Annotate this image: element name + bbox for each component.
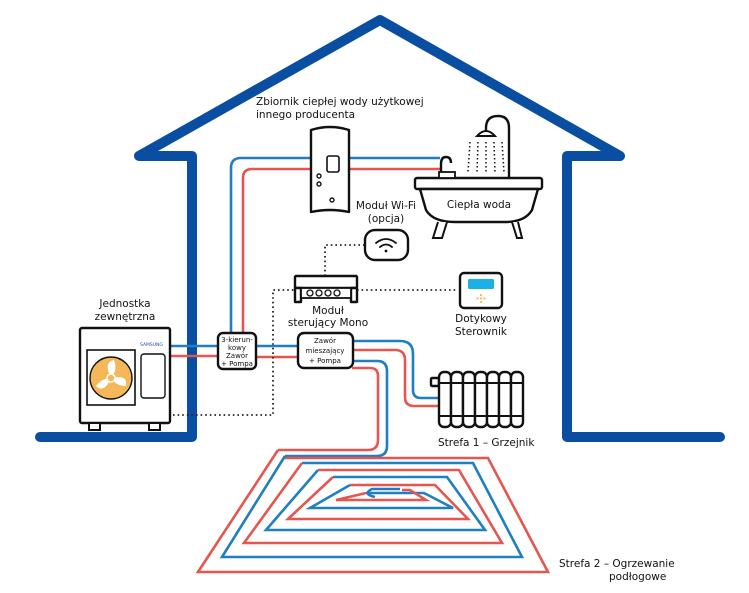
touch-controller — [458, 271, 504, 310]
radiator-icon — [429, 370, 525, 429]
cold-pipe-tank — [229, 156, 440, 333]
wifi-label-2: (opcja) — [368, 213, 404, 225]
valve3-label-4: + Pompa — [221, 360, 253, 368]
control-module-label-1: Moduł — [312, 305, 344, 317]
outdoor-unit: SAMSUNG — [78, 326, 172, 431]
house-outline — [35, 15, 725, 442]
hot-pipe-radiator — [352, 348, 440, 408]
shower-icon — [467, 114, 511, 178]
controller-dpad-icon — [476, 293, 486, 304]
zone2-label-2: podłogowe — [609, 571, 666, 583]
tank-label-1: Zbiornik ciepłej wody użytkowej — [256, 96, 424, 108]
hot-pipe-floor — [278, 366, 380, 452]
outdoor-unit-label-1: Jednostka — [98, 298, 150, 310]
controller-label-1: Dotykowy — [455, 313, 507, 325]
zone1-label: Strefa 1 – Grzejnik — [438, 437, 535, 449]
faucet-icon — [439, 155, 453, 174]
mixing-valve: Zawór mieszający + Pompa — [296, 331, 355, 370]
hot-pipe-tank — [241, 167, 440, 333]
control-module-label-2: sterujący Mono — [288, 317, 368, 329]
brand-label: SAMSUNG — [140, 342, 163, 348]
mixing-label-3: + Pompa — [309, 357, 341, 365]
three-way-valve: 3-kierun- kowy Zawór + Pompa — [216, 331, 258, 371]
hot-water-label: Ciepła woda — [447, 199, 511, 211]
mixing-label-2: mieszający — [306, 347, 345, 355]
tank-label-2: innego producenta — [256, 109, 355, 121]
outdoor-unit-label-2: zewnętrzna — [95, 311, 156, 323]
control-module — [293, 274, 359, 304]
cold-pipe-radiator — [352, 339, 440, 400]
floor-heating-coil — [195, 449, 551, 574]
wifi-label-1: Moduł Wi-Fi — [356, 200, 416, 212]
controller-label-2: Sterownik — [455, 326, 508, 338]
wifi-icon — [375, 238, 397, 253]
signal-outdoor — [173, 289, 296, 416]
bathtub-icon — [413, 176, 544, 239]
valve3-label-1: 3-kierun- — [221, 336, 253, 344]
wifi-module — [363, 228, 410, 262]
zone2-label-1: Strefa 2 – Ogrzewanie — [559, 558, 675, 570]
water-tank — [309, 125, 351, 214]
signal-wifi — [324, 244, 365, 276]
valve3-label-2: kowy — [228, 344, 246, 352]
mixing-label-1: Zawór — [314, 337, 336, 345]
cold-pipe-floor — [285, 359, 389, 458]
valve3-label-3: Zawór — [226, 352, 248, 360]
